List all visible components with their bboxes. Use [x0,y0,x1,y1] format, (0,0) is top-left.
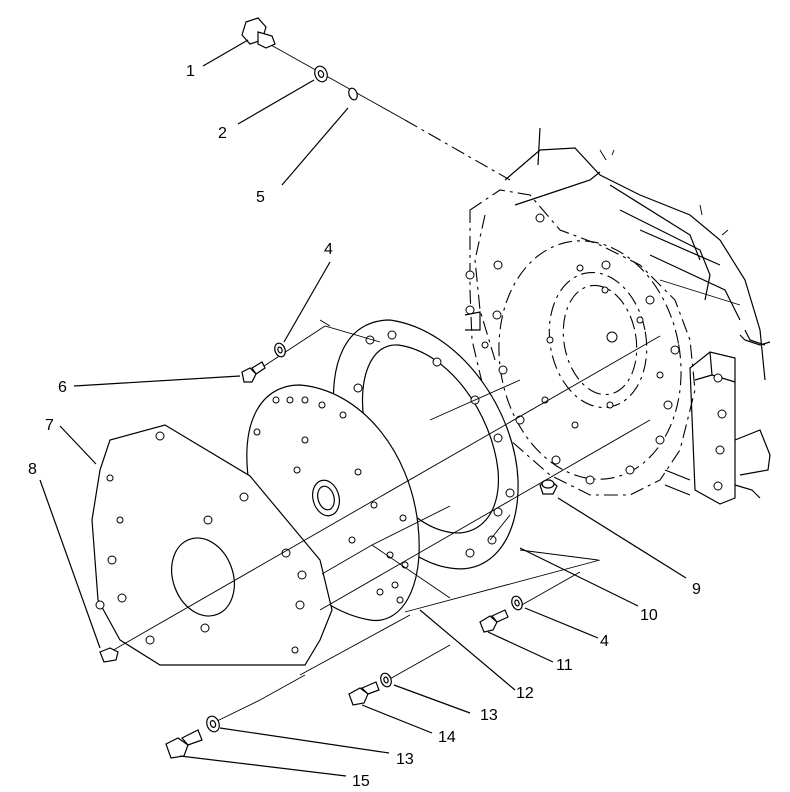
dowel-pin [99,647,119,663]
assembly-center-lines [109,39,661,723]
pin-9 [539,479,558,495]
callout-9: 9 [692,581,701,598]
callout-11: 11 [556,657,573,674]
washer-top [314,65,328,83]
leader-lines [39,39,687,777]
washer-upper-4 [274,342,286,358]
callout-2: 2 [218,125,227,142]
housing-bolt-holes [465,213,680,485]
callout-4-lower: 4 [600,633,609,650]
callout-12: 12 [516,685,534,702]
screw-11 [479,609,509,633]
callout-10: 10 [640,607,658,624]
callout-13-upper: 13 [480,707,498,724]
callout-7: 7 [45,417,54,434]
callout-4-upper: 4 [324,241,333,258]
capscrew-15 [165,729,203,759]
drive-plate-holes [253,396,409,604]
lockwasher-top [348,87,358,101]
capscrew-top [241,17,276,49]
callout-1: 1 [186,63,195,80]
washer-13-upper [380,672,392,688]
adapter-plate-holes [95,431,307,654]
flywheel-housing [464,127,771,505]
callout-8: 8 [28,461,37,478]
washer-lower-4 [511,595,523,611]
callout-13-lower: 13 [396,751,414,768]
callout-6: 6 [58,379,67,396]
callout-labels: 1 2 5 4 6 7 8 9 10 4 11 12 13 14 13 15 [28,63,701,790]
screw-6 [241,361,266,383]
adapter-plate [91,424,333,666]
callout-5: 5 [256,189,265,206]
washer-13-lower [206,715,220,733]
screw-14 [348,681,380,706]
callout-15: 15 [352,773,370,790]
callout-14: 14 [438,729,456,746]
